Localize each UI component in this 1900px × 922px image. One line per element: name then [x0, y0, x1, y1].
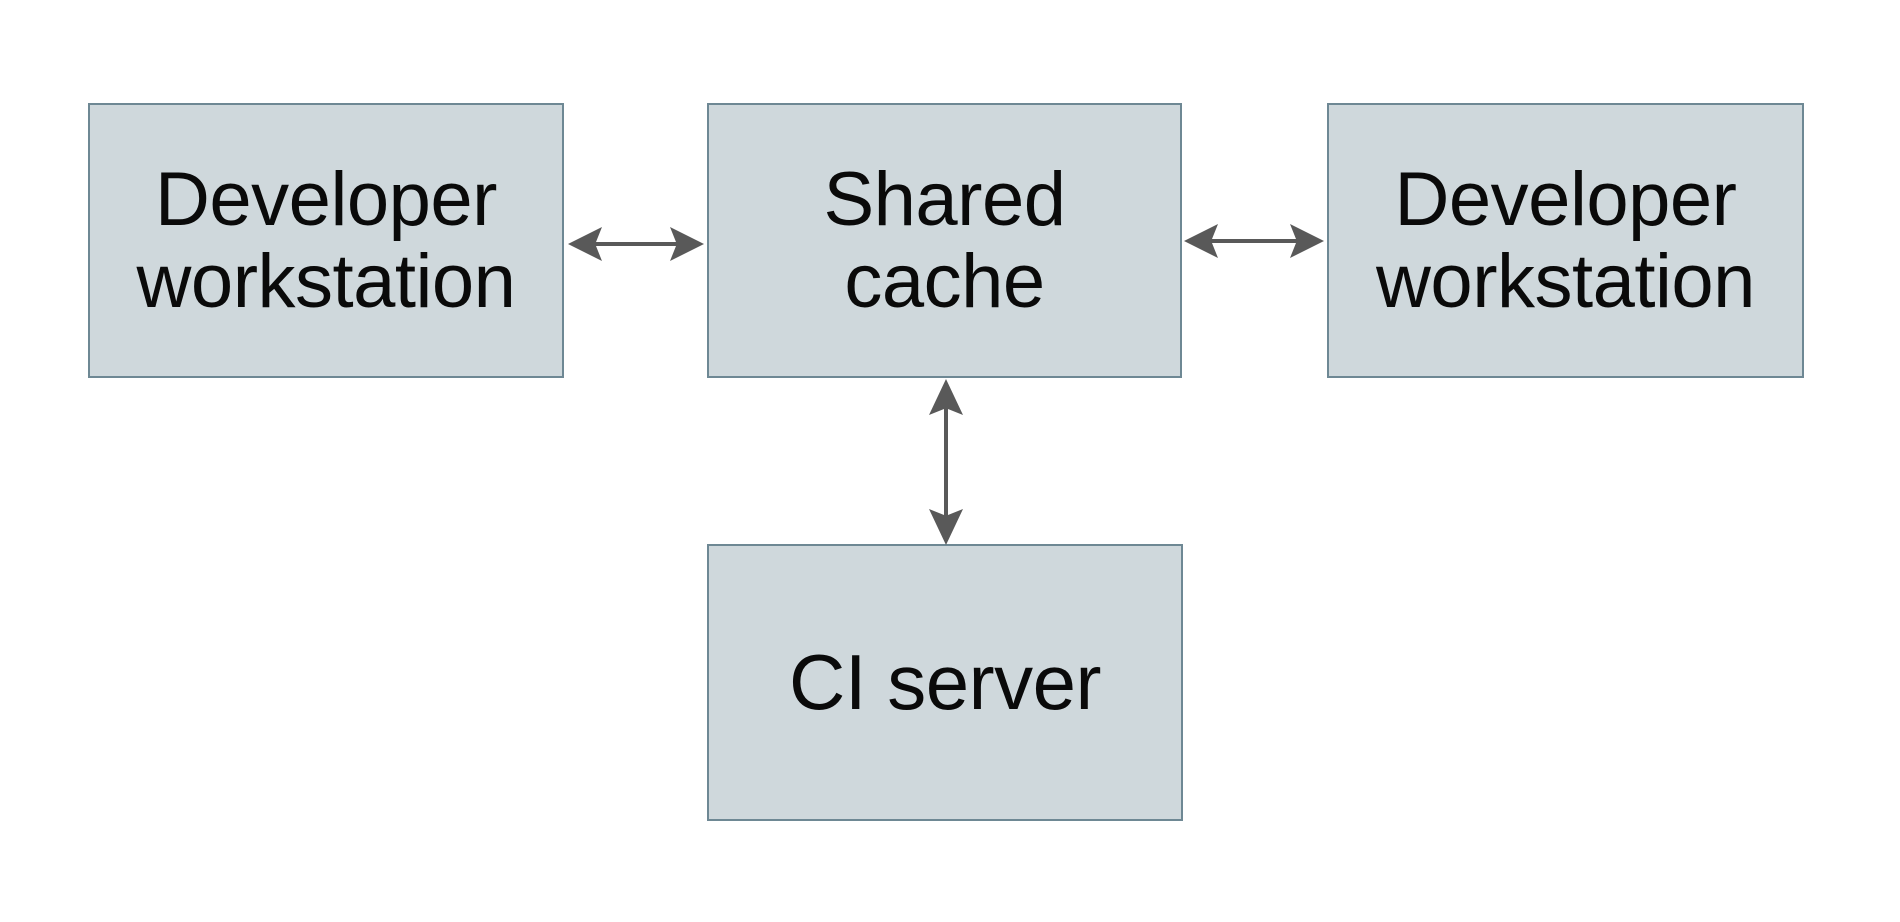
node-shared-cache[interactable]: Shared cache: [707, 103, 1182, 378]
connector-dev-left-to-shared-cache-double-arrow: [568, 227, 704, 261]
node-developer-workstation-left[interactable]: Developer workstation: [88, 103, 564, 378]
node-developer-workstation-right[interactable]: Developer workstation: [1327, 103, 1804, 378]
connector-shared-cache-to-dev-right-double-arrow: [1184, 224, 1324, 258]
node-ci-server[interactable]: CI server: [707, 544, 1183, 821]
node-label: CI server: [789, 637, 1101, 726]
node-label: Developer workstation: [1376, 157, 1755, 324]
node-label: Developer workstation: [136, 157, 516, 324]
node-label: Shared cache: [823, 157, 1066, 324]
connector-shared-cache-to-ci-server-double-arrow: [929, 379, 963, 545]
